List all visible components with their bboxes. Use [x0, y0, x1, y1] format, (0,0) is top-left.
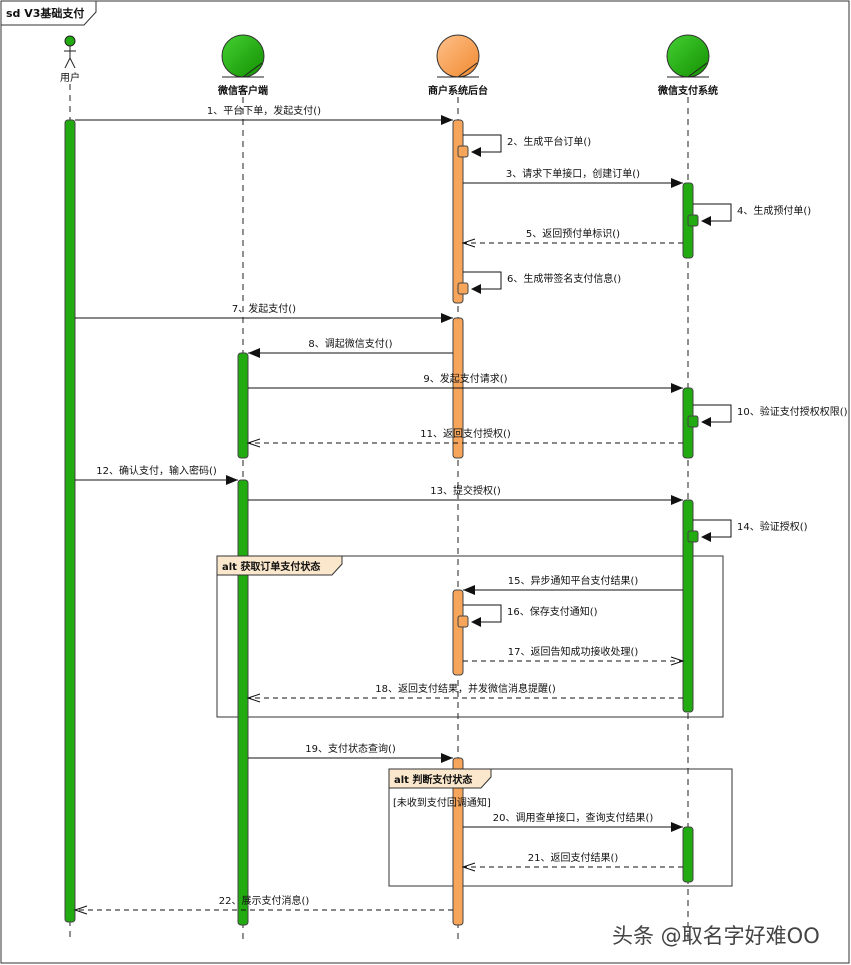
- arrowhead-icon: [701, 216, 711, 226]
- arrowhead-icon: [701, 532, 711, 542]
- activation-bar-client: [237, 479, 249, 926]
- activation-bar-backend: [452, 757, 464, 926]
- message-label: 13、提交授权(): [430, 484, 501, 497]
- nested-activation: [457, 145, 469, 158]
- entity-client-icon: [221, 34, 265, 78]
- arrowhead-icon: [671, 178, 683, 188]
- watermark: 头条 @取名字好难OO: [612, 924, 820, 948]
- open-arrowhead-icon: [73, 905, 88, 915]
- nested-activation: [457, 615, 469, 628]
- actor-name: 微信支付系统: [657, 84, 718, 97]
- open-arrowhead-icon: [246, 693, 261, 703]
- message-label: 10、验证支付授权权限(): [737, 405, 848, 418]
- message-label: 18、返回支付结果，并发微信消息提醒(): [375, 682, 556, 695]
- arrowhead-icon: [463, 585, 475, 595]
- frame-title: sd V3基础支付: [6, 6, 84, 20]
- entity-slash: [242, 62, 263, 78]
- self-message-line: [693, 203, 732, 222]
- open-arrowhead-icon: [246, 438, 261, 448]
- arrowhead-icon: [226, 475, 238, 485]
- self-message-line: [463, 604, 502, 623]
- message-label: 8、调起微信支付(): [308, 337, 392, 350]
- arrowhead-icon: [248, 348, 260, 358]
- message-label: 2、生成平台订单(): [507, 135, 591, 148]
- nested-activation: [687, 415, 699, 428]
- open-arrowhead-icon: [670, 656, 685, 666]
- message-label: 17、返回告知成功接收处理(): [508, 645, 639, 658]
- message-label: 21、返回支付结果(): [528, 851, 619, 864]
- fragment-title: alt 获取订单支付状态: [222, 560, 320, 573]
- activation-bar-backend: [452, 589, 464, 676]
- activation-bar-client: [237, 352, 249, 459]
- frame-title-tab: [0, 0, 97, 26]
- self-message-line: [463, 134, 502, 153]
- message-label: 22、展示支付消息(): [219, 894, 310, 907]
- self-message-line: [463, 271, 502, 290]
- nested-activation: [687, 214, 699, 227]
- actor-name: 用户: [60, 71, 80, 84]
- activation-bar-wechat: [682, 499, 694, 713]
- nested-activation: [687, 530, 699, 543]
- actor-name: 微信客户端: [217, 84, 268, 97]
- arrowhead-icon: [471, 617, 481, 627]
- arrowhead-icon: [441, 115, 453, 125]
- arrowhead-icon: [471, 284, 481, 294]
- actor-stick-figure-icon: [64, 46, 76, 69]
- self-message-line: [693, 519, 732, 538]
- alt-fragment: [388, 768, 733, 887]
- activation-bar-wechat: [682, 826, 694, 883]
- fragment-guard: [未收到支付回调通知]: [393, 796, 491, 809]
- actor-head-icon: [64, 35, 76, 47]
- message-label: 12、确认支付，输入密码(): [96, 464, 217, 477]
- message-label: 7、发起支付(): [232, 302, 296, 315]
- entity-wechat-icon: [666, 34, 710, 78]
- alt-fragment: [216, 555, 724, 718]
- fragment-title: alt 判断支付状态: [394, 773, 472, 786]
- activation-bar-user: [64, 119, 76, 923]
- message-label: 16、保存支付通知(): [507, 605, 598, 618]
- message-label: 15、异步通知平台支付结果(): [508, 574, 639, 587]
- entity-slash: [457, 62, 478, 78]
- open-arrowhead-icon: [461, 238, 476, 248]
- entity-backend-icon: [436, 34, 480, 78]
- message-label: 4、生成预付单(): [737, 204, 811, 217]
- entity-slash: [687, 62, 708, 78]
- arrowhead-icon: [471, 147, 481, 157]
- message-label: 11、返回支付授权(): [420, 427, 511, 440]
- arrowhead-icon: [441, 753, 453, 763]
- self-message-line: [693, 404, 732, 423]
- message-label: 6、生成带签名支付信息(): [507, 272, 621, 285]
- arrowhead-icon: [671, 495, 683, 505]
- arrowhead-icon: [701, 417, 711, 427]
- message-label: 5、返回预付单标识(): [526, 227, 620, 240]
- message-label: 14、验证授权(): [737, 520, 808, 533]
- activation-bar-backend: [452, 119, 464, 304]
- nested-activation: [457, 282, 469, 295]
- message-label: 1、平台下单，发起支付(): [207, 104, 321, 117]
- message-label: 19、支付状态查询(): [305, 742, 396, 755]
- message-label: 3、请求下单接口，创建订单(): [506, 167, 640, 180]
- arrowhead-icon: [671, 822, 683, 832]
- actor-name: 商户系统后台: [428, 84, 488, 97]
- fragment-tab: [216, 555, 343, 576]
- message-label: 20、调用查单接口，查询支付结果(): [493, 811, 654, 824]
- message-label: 9、发起支付请求(): [423, 372, 507, 385]
- fragment-tab: [388, 768, 492, 789]
- arrowhead-icon: [671, 383, 683, 393]
- open-arrowhead-icon: [461, 862, 476, 872]
- arrowhead-icon: [441, 313, 453, 323]
